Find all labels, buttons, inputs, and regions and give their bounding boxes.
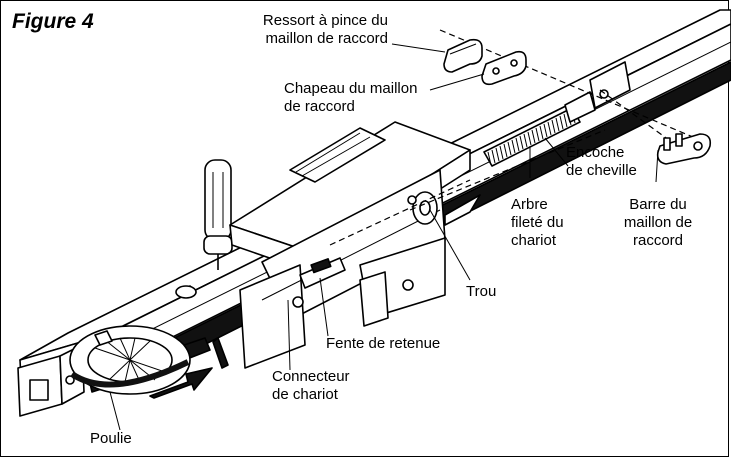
label-pin-notch: Encoche de cheville <box>566 144 637 179</box>
screwdriver <box>203 159 233 270</box>
threaded-shaft <box>483 107 581 167</box>
rail-end-box <box>17 344 85 417</box>
label-link-cap: Chapeau du maillon de raccord <box>284 80 418 115</box>
pulley <box>69 325 191 395</box>
label-trolley-connector: Connecteur de chariot <box>272 368 350 403</box>
label-retaining-slot: Fente de retenue <box>326 335 441 352</box>
label-pulley: Poulie <box>90 430 132 447</box>
label-threaded-shaft: Arbre fileté du chariot <box>511 196 564 249</box>
master-link-bar <box>656 133 712 165</box>
link-cap <box>481 50 527 86</box>
direction-arrow <box>149 367 213 399</box>
leader-lines <box>109 43 659 431</box>
label-clip-spring: Ressort à pince du maillon de raccord <box>262 12 388 47</box>
clip-spring <box>443 38 483 73</box>
trolley <box>229 121 481 369</box>
trolley-slider <box>564 61 631 123</box>
label-hole: Trou <box>466 283 497 300</box>
bolt <box>175 285 197 299</box>
figure-label: Figure 4 <box>12 10 94 33</box>
label-master-link-bar: Barre du maillon de raccord <box>623 196 693 249</box>
